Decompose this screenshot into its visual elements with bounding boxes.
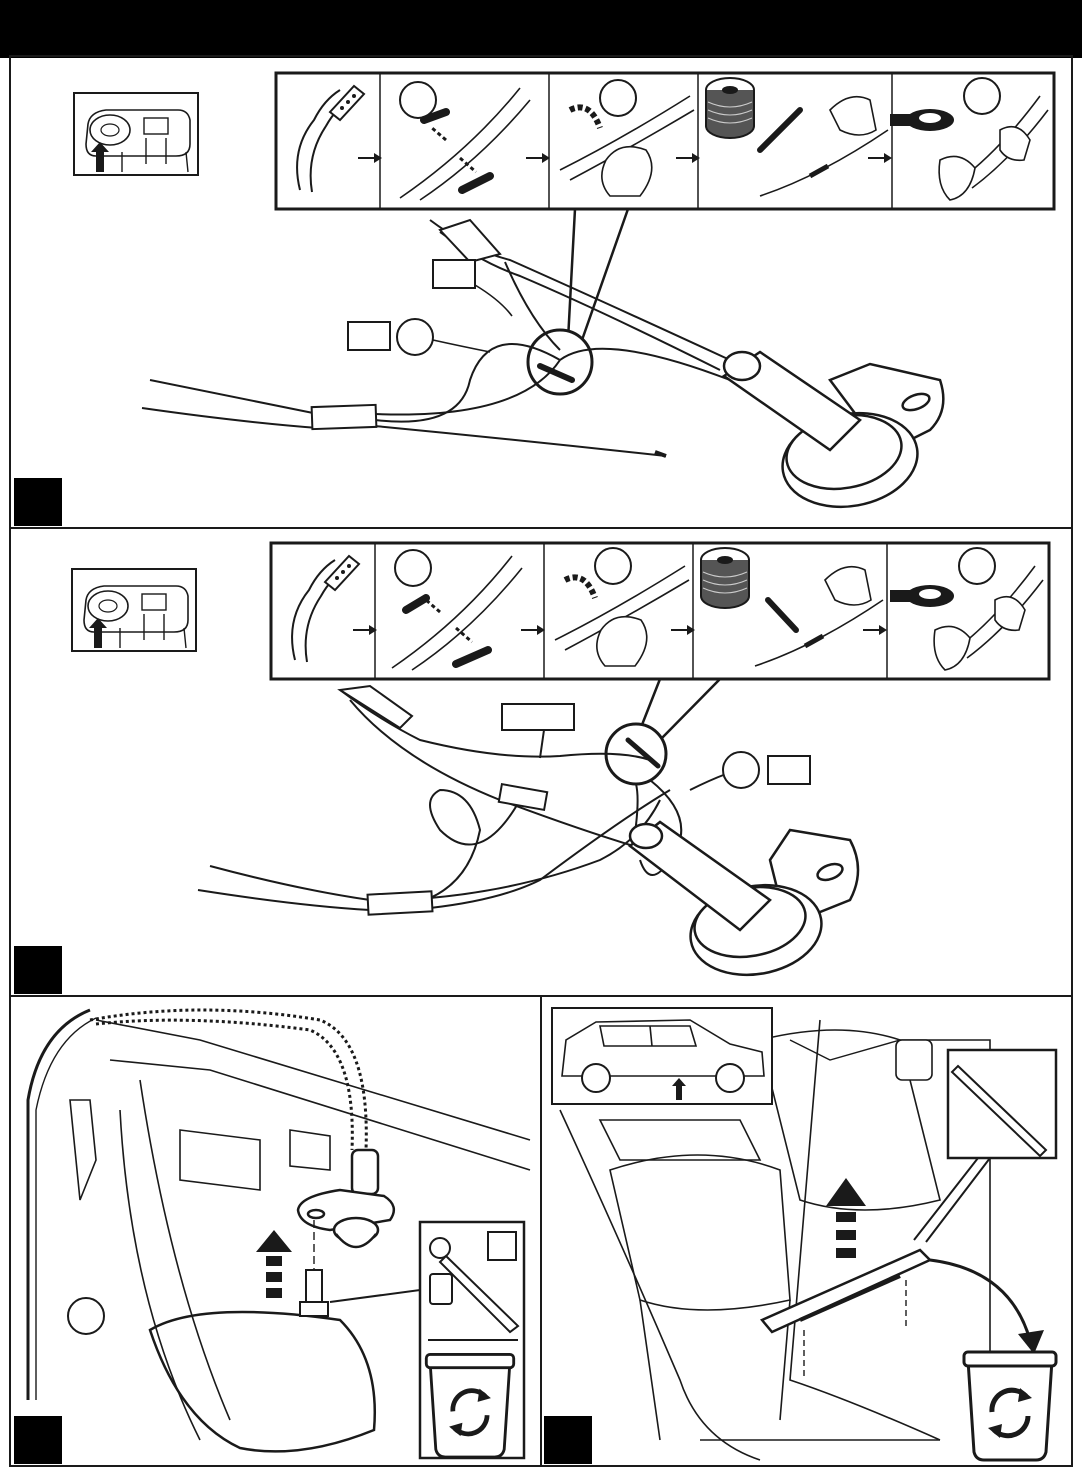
bolt	[300, 1270, 328, 1316]
step-1-panel	[14, 73, 1054, 526]
mount-bracket	[298, 1150, 394, 1247]
step-2-panel	[14, 543, 1049, 994]
callout-box	[502, 704, 574, 730]
up-arrow-icon	[826, 1178, 866, 1258]
callout-box	[768, 756, 810, 784]
wire-harness	[198, 690, 726, 910]
trim-tool-box	[948, 1050, 1056, 1158]
solder-spool-icon	[701, 548, 749, 608]
step-4-panel	[544, 1008, 1056, 1464]
callout-box	[348, 322, 390, 350]
dashboard-locator-thumbnail	[72, 569, 196, 651]
soldering-steps-strip	[271, 543, 1049, 679]
callout-box	[433, 260, 475, 288]
socket-icon	[430, 1274, 452, 1304]
up-arrow-icon	[256, 1230, 292, 1298]
mount-bracket	[630, 822, 858, 985]
header-bar	[0, 0, 1082, 58]
soldering-steps-strip	[276, 73, 1054, 209]
step-3-panel	[14, 1010, 530, 1464]
recycle-bin-icon	[964, 1352, 1056, 1460]
solder-spool-icon	[706, 78, 754, 138]
mount-bracket	[724, 352, 943, 517]
recycle-bin-icon	[426, 1354, 513, 1457]
wire-harness	[142, 220, 730, 456]
dashboard-locator-thumbnail	[74, 93, 198, 175]
